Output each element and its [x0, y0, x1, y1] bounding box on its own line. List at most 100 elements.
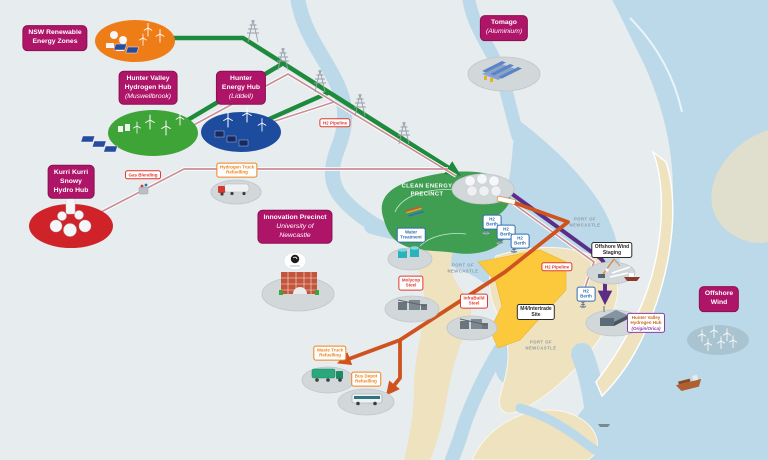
tag-m4-intertrade-site: M4/Intertrade Site: [516, 304, 556, 320]
site-offshore-wind-farm: [687, 325, 749, 355]
site-cep-storage-tanks: [451, 173, 516, 205]
tag-line: M4/Intertrade: [520, 306, 552, 312]
tag-line: Staging: [602, 250, 622, 256]
port-of-newcastle-label-1: PORT OF NEWCASTLE: [447, 262, 478, 273]
hub-label-kurri-kurri-snowy-hydro: Kurri Kurri Snowy Hydro Hub: [47, 164, 95, 200]
site-hydrogen-truck-refuelling: [210, 179, 262, 205]
port-of-newcastle-label-3: PORT OF NEWCASTLE: [569, 216, 600, 227]
hub-label-offshore-wind: Offshore Wind: [698, 286, 740, 312]
hub-label-line: Snowy: [60, 177, 82, 185]
tag-bus-depot-refuelling: Bus Depot Refuelling: [351, 371, 381, 387]
tag-gas-blending: Gas Blending: [124, 170, 162, 180]
tag-line: Berth: [580, 294, 592, 299]
hub-label-line: (Aluminium): [485, 28, 523, 35]
tag-line: Berth: [486, 222, 498, 227]
tag-offshore-wind-staging: Offshore Wind Staging: [591, 242, 633, 258]
tag-line: Steel: [468, 301, 480, 306]
site-bus-depot: [337, 388, 395, 416]
port-label-line: NEWCASTLE: [525, 345, 557, 350]
tag-line: Steel: [405, 283, 417, 288]
rainbow-strip: [405, 206, 424, 217]
tag-line: Offshore Wind: [594, 244, 630, 250]
tag-h2-pipeline-1: H2 Pipeline: [319, 118, 351, 128]
hub-label-hvhh-muswellbrook: Hunter Valley Hydrogen Hub (Muswellbrook…: [118, 70, 178, 106]
hub-label-line: Innovation Precinct: [263, 213, 327, 221]
tag-line: Refuelling: [319, 353, 341, 358]
newcastle-city-land: [471, 409, 598, 460]
tag-h2-berth-3: H2 Berth: [510, 233, 530, 249]
tag-line: Hydrogen Hub: [630, 320, 662, 326]
tag-line: H2: [503, 226, 509, 232]
tag-line: Berth: [514, 241, 526, 246]
hub-label-line: NSW Renewable: [28, 29, 82, 37]
site-kurri-kurri-hub: [29, 188, 113, 248]
pipeline-orange: [337, 196, 570, 396]
port-label-line: PORT OF: [529, 339, 553, 345]
hub-label-hunter-energy-hub-liddell: Hunter Energy Hub (Liddell): [215, 70, 267, 106]
hub-label-line: Wind: [710, 299, 728, 306]
gas-blending-valve: [138, 183, 149, 195]
hub-label-line: Newcastle: [279, 231, 311, 239]
site-nsw-rez: [95, 20, 175, 62]
hub-label-line: (Muswellbrook): [124, 92, 172, 100]
berth-anchor-icons: [482, 226, 587, 309]
port-label-line: PORT OF: [573, 216, 597, 222]
tag-line: Berth: [500, 232, 512, 237]
site-muswellbrook-hub: [80, 110, 198, 156]
ocean-wave-line: [629, 17, 683, 113]
port-label-line: NEWCASTLE: [447, 268, 479, 273]
port-land-west-bank: [404, 237, 472, 460]
tag-infrabuild-steel: InfraBuild Steel: [460, 293, 488, 309]
site-molycop-steel: [384, 295, 440, 323]
port-of-newcastle-label-2: PORT OF NEWCASTLE: [525, 339, 556, 350]
hub-label-line: Energy Hub: [221, 83, 261, 91]
site-waste-truck: [301, 366, 355, 394]
tag-molycop-steel: Molycop Steel: [398, 275, 424, 291]
tag-line: Refuelling: [226, 170, 248, 175]
tag-line: (Origin/Orica): [631, 325, 661, 331]
headland-east: [711, 130, 768, 244]
tag-line: Hydrogen Truck: [219, 164, 255, 170]
tag-hydrogen-truck-refuelling: Hydrogen Truck Refuelling: [216, 162, 258, 178]
tag-line: Treatment: [400, 235, 422, 240]
small-vessel-icon: [598, 424, 610, 427]
hub-label-nsw-renewable-energy-zones: NSW Renewable Energy Zones: [22, 25, 88, 51]
tag-line: Hunter Valley: [631, 314, 661, 320]
tag-line: Water: [404, 229, 418, 235]
hub-label-tomago-aluminium: Tomago (Aluminium): [479, 15, 529, 41]
hub-label-line: Tomago: [491, 19, 517, 27]
port-label-line: PORT OF: [451, 262, 475, 268]
hub-label-line: Energy Zones: [32, 38, 78, 45]
site-university-innovation: [261, 252, 335, 312]
site-offshore-wind-staging: [586, 258, 636, 285]
site-tomago: [467, 56, 541, 92]
clean-energy-precinct-label: CLEAN ENERGY PRECINCT: [402, 183, 453, 198]
tag-line: InfraBuild: [463, 295, 485, 301]
site-infrabuild-steel: [446, 315, 498, 341]
hub-label-line: Hunter Valley: [126, 74, 170, 82]
tag-line: Refuelling: [355, 379, 377, 384]
tag-line: Waste Truck: [316, 347, 344, 353]
tag-waste-truck-refuelling: Waste Truck Refuelling: [313, 345, 347, 361]
tag-h2-pipeline-2: H2 Pipeline: [541, 262, 573, 272]
hub-label-line: Kurri Kurri: [53, 168, 89, 176]
hub-label-line: Offshore: [704, 290, 734, 298]
precinct-label-line: CLEAN ENERGY: [401, 183, 453, 190]
tag-line: H2: [583, 288, 589, 294]
tag-line: H2: [517, 235, 523, 241]
tag-line: Site: [531, 312, 541, 318]
precinct-label-line: PRECINCT: [410, 191, 444, 197]
tag-water-treatment: Water Treatment: [396, 227, 426, 243]
hub-label-line: Hunter: [230, 74, 252, 82]
pipelines-rose: [100, 72, 596, 289]
tag-line: H2: [489, 216, 495, 222]
cargo-ship-icon: [675, 374, 702, 392]
tag-h2-berth-4: H2 Berth: [576, 286, 596, 302]
hub-label-line: Hydro Hub: [53, 186, 89, 194]
site-liddell-hub: [201, 107, 281, 152]
tag-line: Bus Depot: [354, 373, 378, 379]
hub-label-line: University of: [276, 222, 314, 230]
